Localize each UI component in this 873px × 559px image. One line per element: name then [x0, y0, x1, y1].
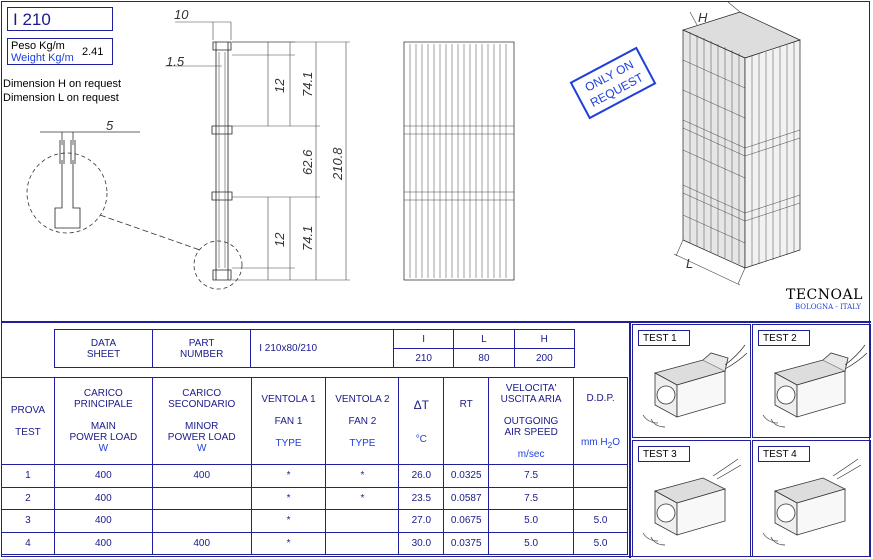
cell-ddp: [573, 486, 628, 510]
dim-74-top: 74.1: [300, 72, 315, 97]
cell-ddp: 5.0: [573, 531, 628, 555]
technical-drawing: 10 1.5 5 12 74.1 62.6 210.8 12 74.1 H L: [26, 1, 801, 290]
cell-speed: 7.5: [488, 486, 575, 510]
weight-label-it: Peso Kg/m: [11, 40, 65, 52]
dimension-h-note: Dimension H on request: [3, 78, 122, 90]
dim-h-label: H: [698, 10, 708, 25]
logo-city: BOLOGNA - ITALY: [795, 303, 861, 311]
cell-main: 400: [53, 509, 153, 533]
header-delta-t: ΔT°C: [398, 377, 445, 465]
header-ddp: D.D.P.mm H2O: [573, 377, 628, 465]
col-l-header: L: [453, 329, 515, 349]
cell-main: 400: [53, 486, 153, 510]
divider-horizontal: [1, 321, 871, 323]
dim-top-width: 10: [174, 7, 189, 22]
cell-fan1: *: [250, 509, 327, 533]
dim-detail: 5: [106, 118, 114, 133]
cell-rt: 0.0375: [443, 531, 490, 555]
cell-ddp: [573, 464, 628, 488]
cell-minor: 400: [151, 464, 252, 488]
cell-rt: 0.0325: [443, 464, 490, 488]
test-label-2: TEST 2: [758, 330, 810, 346]
cell-main: 400: [53, 531, 153, 555]
dimension-l-note: Dimension L on request: [3, 92, 119, 104]
cell-minor: [151, 486, 252, 510]
cell-test: 2: [1, 486, 55, 510]
header-rt: RT: [443, 377, 490, 465]
dim-fin-thickness: 1.5: [166, 54, 185, 69]
col-i-header: I: [392, 329, 455, 349]
val-l: 80: [453, 348, 515, 368]
dim-12-bottom: 12: [272, 232, 287, 247]
cell-dt: 26.0: [398, 464, 445, 488]
test-box-1: TEST 1: [632, 324, 751, 438]
cell-dt: 30.0: [398, 531, 445, 555]
part-number-value: I 210x80/210: [250, 329, 394, 368]
test-box-3: TEST 3: [632, 440, 751, 557]
part-title: I 210: [7, 7, 113, 31]
cell-rt: 0.0587: [443, 486, 490, 510]
divider-vertical: [629, 323, 631, 558]
cell-speed: 5.0: [488, 509, 575, 533]
test-box-2: TEST 2: [752, 324, 871, 438]
logo-name: TECNOAL: [786, 287, 863, 303]
cell-test: 1: [1, 464, 55, 488]
fan-heatsink-illustration-2: [762, 344, 868, 428]
cell-minor: 400: [151, 531, 252, 555]
fan-heatsink-illustration-1: [642, 344, 748, 428]
weight-label-en: Weight Kg/m: [11, 52, 74, 64]
dim-total: 210.8: [330, 147, 345, 181]
cell-fan1: *: [250, 464, 327, 488]
cell-test: 4: [1, 531, 55, 555]
cell-dt: 23.5: [398, 486, 445, 510]
cell-test: 3: [1, 509, 55, 533]
val-h: 200: [513, 348, 576, 368]
cell-fan2: [325, 509, 400, 533]
fan-heatsink-illustration-3: [642, 458, 742, 546]
company-logo: TECNOAL BOLOGNA - ITALY: [786, 287, 866, 311]
col-h-header: H: [513, 329, 576, 349]
test-label-3: TEST 3: [638, 446, 690, 462]
cell-main: 400: [53, 464, 153, 488]
cell-fan2: [325, 531, 400, 555]
cell-fan1: *: [250, 531, 327, 555]
fan-heatsink-illustration-4: [762, 458, 862, 546]
test-label-1: TEST 1: [638, 330, 690, 346]
dim-74-bottom: 74.1: [300, 226, 315, 251]
dim-62: 62.6: [300, 149, 315, 175]
cell-fan2: *: [325, 464, 400, 488]
detail-circle: [26, 152, 108, 234]
test-label-4: TEST 4: [758, 446, 810, 462]
cell-fan1: *: [250, 486, 327, 510]
cell-speed: 5.0: [488, 531, 575, 555]
cell-fan2: *: [325, 486, 400, 510]
cell-minor: [151, 509, 252, 533]
val-i: 210: [392, 348, 455, 368]
dim-l-label: L: [686, 256, 693, 271]
weight-box: Peso Kg/m Weight Kg/m 2.41: [7, 38, 113, 65]
cell-ddp: 5.0: [573, 509, 628, 533]
test-box-4: TEST 4: [752, 440, 871, 557]
cell-dt: 27.0: [398, 509, 445, 533]
cell-speed: 7.5: [488, 464, 575, 488]
dim-12-top: 12: [272, 78, 287, 93]
weight-value: 2.41: [82, 46, 104, 58]
cell-rt: 0.0675: [443, 509, 490, 533]
